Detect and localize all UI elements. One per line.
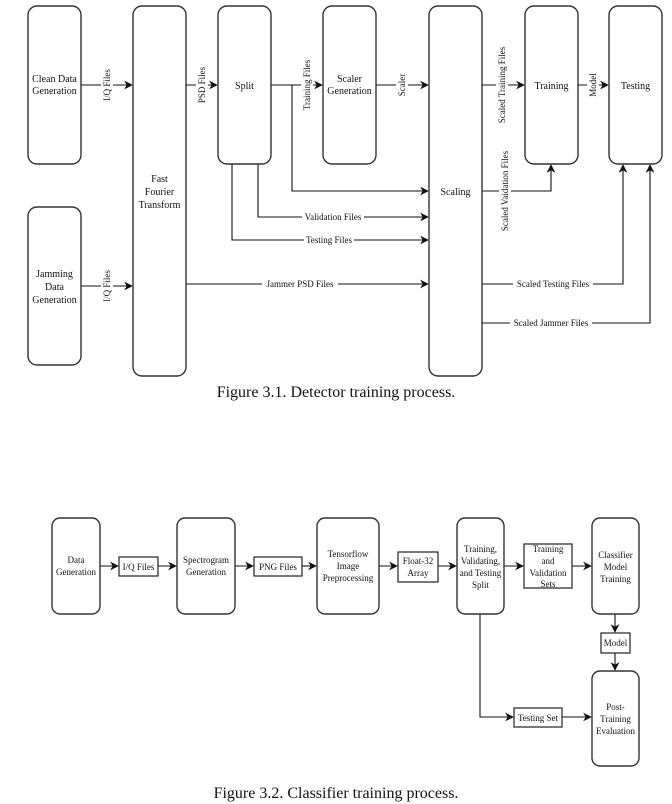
edge-label-jammer-psd-files: Jammer PSD Files (266, 279, 334, 289)
node-label: Generation (327, 86, 371, 97)
artifact-label: Validation (530, 568, 567, 578)
f1-edge-labels-horizontal: Validation Files Testing Files Jammer PS… (262, 211, 593, 329)
node-label: Clean Data (32, 74, 77, 85)
artifact-iq-files: I/Q Files (118, 556, 159, 577)
node-label: and Testing (460, 568, 502, 578)
node-label: Model (604, 562, 628, 572)
node-split: Split (217, 5, 272, 165)
node-label: Post- (606, 702, 625, 712)
edge-label-scaled-training-files: Scaled Training Files (497, 46, 507, 123)
node-label: Validating, (461, 556, 500, 566)
node-label: Evaluation (596, 726, 635, 736)
edge-label-testing-files: Testing Files (306, 235, 353, 245)
artifact-png-files: PNG Files (253, 556, 303, 577)
node-label: Data (45, 282, 64, 293)
figure-3-1-caption: Figure 3.1. Detector training process. (216, 384, 456, 401)
figure-3-2-caption: Figure 3.2. Classifier training process. (213, 785, 459, 802)
node-label: Generation (56, 567, 96, 577)
edge-label-validation-files: Validation Files (305, 212, 362, 222)
artifact-label: PNG Files (259, 562, 297, 572)
artifact-label: Float-32 (403, 556, 434, 566)
node-label: Training, (464, 544, 497, 554)
node-label: Testing (621, 81, 650, 92)
node-training: Training (524, 5, 579, 165)
edge-split-training-to-scaling (291, 85, 429, 196)
node-label: Fast (151, 174, 168, 185)
edge-scaled-validation (482, 164, 556, 192)
edge-validation-files (257, 164, 429, 222)
artifact-label: I/Q Files (123, 562, 155, 572)
node-label: Jamming (36, 269, 73, 280)
edge-label-scaled-jammer-files: Scaled Jammer Files (514, 318, 589, 328)
node-testing: Testing (608, 5, 663, 165)
edge-label-iq-files: I/Q Files (102, 69, 112, 101)
node-label: Split (235, 81, 254, 92)
edge-label-model: Model (588, 73, 598, 97)
node-label: Training (600, 574, 631, 584)
edge-label-scaled-validation-files: Scaled Vaidation Files (500, 150, 510, 231)
artifact-label: Training (533, 544, 564, 554)
edge-split-to-testset (479, 614, 514, 722)
f1-edge-labels: I/Q Files I/Q Files PSD Files Training F… (101, 43, 599, 304)
node-label: Training (534, 81, 568, 92)
node-label: Spectrogram (183, 555, 229, 565)
node-label: Fourier (145, 187, 175, 198)
node-label: Generation (186, 567, 226, 577)
node-label: Tensorflow (328, 549, 369, 559)
node-label: Training (600, 714, 631, 724)
artifact-label: and (542, 556, 555, 566)
edge-label-psd-files: PSD Files (197, 66, 207, 103)
artifact-testing-set: Testing Set (513, 707, 563, 728)
artifact-label: Model (604, 638, 628, 648)
edge-label-training-files: Training Files (302, 59, 312, 110)
node-label: Scaling (441, 187, 471, 198)
artifact-label: Testing Set (518, 713, 559, 723)
f2-edges (100, 561, 620, 722)
node-scaling: Scaling (428, 5, 483, 377)
node-label: Image (337, 561, 360, 571)
node-label: Data (68, 555, 85, 565)
node-label: Preprocessing (323, 573, 374, 583)
edge-testing-files (231, 164, 429, 245)
node-label: Scaler (337, 74, 363, 85)
node-label: Generation (32, 295, 76, 306)
artifact-label: Array (408, 568, 429, 578)
artifact-model: Model (600, 632, 631, 654)
node-label: Generation (32, 86, 76, 97)
node-label: Split (472, 580, 490, 590)
edge-label-scaler: Scaler (397, 74, 407, 97)
edge-label-scaled-testing-files: Scaled Testing Files (517, 279, 590, 289)
artifact-label: Sets (540, 579, 556, 589)
node-label: Transform (139, 200, 181, 211)
node-label: Classifier (598, 550, 633, 560)
edge-label-iq-files: I/Q Files (102, 270, 112, 302)
